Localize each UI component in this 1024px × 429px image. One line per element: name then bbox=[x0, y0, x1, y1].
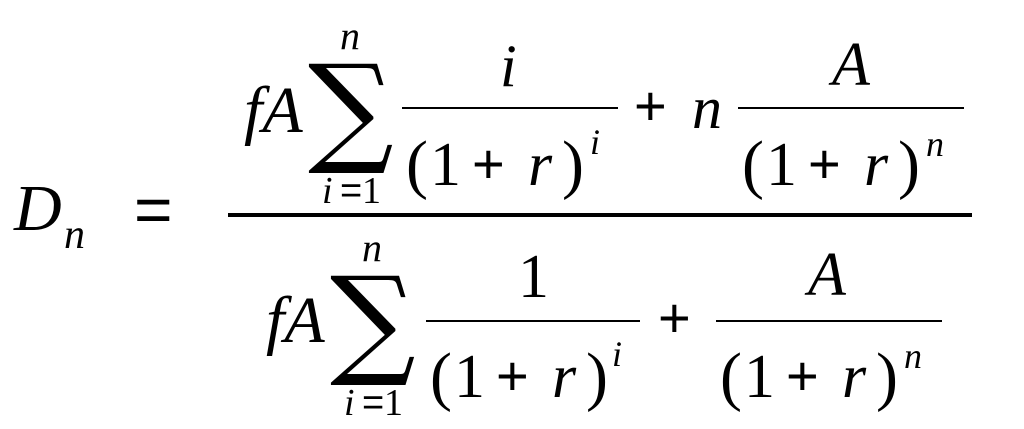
denominator-frac1-den-close: ) bbox=[586, 340, 608, 413]
numerator-frac2-den-exp: n bbox=[926, 124, 944, 164]
main-fraction-bar bbox=[228, 213, 972, 217]
numerator-frac1-den-open: ( bbox=[406, 128, 428, 201]
denominator-frac2-bar bbox=[716, 320, 942, 322]
denominator-sum-symbol: ∑ bbox=[330, 252, 416, 391]
lhs-subscript: n bbox=[64, 212, 85, 258]
denominator-frac2-den-one: 1 bbox=[744, 343, 775, 411]
numerator-frac1-den-exp: i bbox=[590, 122, 601, 162]
denominator-frac2-den-close: ) bbox=[876, 340, 898, 413]
equals-sign: = bbox=[134, 172, 173, 246]
denominator-frac2-num: A bbox=[808, 241, 846, 309]
numerator-sum-upper: n bbox=[340, 13, 360, 58]
numerator-sum-lower-eq: = bbox=[340, 170, 363, 212]
denominator-sum-upper: n bbox=[362, 225, 382, 270]
numerator-sum-lower-var: i bbox=[322, 170, 333, 212]
numerator-frac1-den-one: 1 bbox=[430, 131, 461, 199]
numerator-frac2-den-plus: + bbox=[808, 132, 841, 195]
denominator-frac1-den-exp: i bbox=[612, 334, 623, 374]
numerator-frac2-den-one: 1 bbox=[766, 131, 797, 199]
numerator-sum-lower-val: 1 bbox=[362, 170, 381, 212]
denominator-frac2-den-plus: + bbox=[786, 344, 819, 407]
numerator-frac2-den-r: r bbox=[864, 131, 889, 199]
numerator-frac2-num: A bbox=[832, 31, 870, 99]
denominator-sum-lower-eq: = bbox=[362, 382, 385, 424]
numerator-frac2-den-close: ) bbox=[898, 128, 920, 201]
numerator-frac2-bar bbox=[738, 107, 964, 109]
numerator-frac1-bar bbox=[402, 107, 618, 109]
denominator-frac1-den-plus: + bbox=[496, 344, 529, 407]
numerator-coefficient: fA bbox=[244, 74, 303, 147]
denominator-frac2-den-exp: n bbox=[904, 336, 922, 376]
denominator-frac2-den-open: ( bbox=[720, 340, 742, 413]
denominator-frac1-num: 1 bbox=[518, 243, 549, 311]
numerator-factor: n bbox=[692, 75, 722, 141]
denominator-plus: + bbox=[658, 286, 691, 349]
denominator-sum-lower-val: 1 bbox=[384, 382, 403, 424]
denominator-coefficient: fA bbox=[266, 284, 325, 357]
numerator-sum-symbol: ∑ bbox=[308, 40, 394, 179]
numerator-frac1-den-close: ) bbox=[562, 128, 584, 201]
numerator-frac1-den-plus: + bbox=[472, 132, 505, 195]
numerator-frac2-den-open: ( bbox=[742, 128, 764, 201]
numerator-frac1-num: i bbox=[500, 33, 517, 99]
denominator-sum-lower-var: i bbox=[344, 382, 355, 424]
denominator-frac1-den-one: 1 bbox=[454, 343, 485, 411]
lhs-symbol: D bbox=[14, 172, 62, 245]
denominator-frac1-den-r: r bbox=[552, 343, 577, 411]
denominator-frac1-bar bbox=[426, 320, 640, 322]
denominator-frac2-den-r: r bbox=[842, 343, 867, 411]
denominator-frac1-den-open: ( bbox=[430, 340, 452, 413]
numerator-plus: + bbox=[634, 74, 667, 137]
numerator-frac1-den-r: r bbox=[528, 131, 553, 199]
